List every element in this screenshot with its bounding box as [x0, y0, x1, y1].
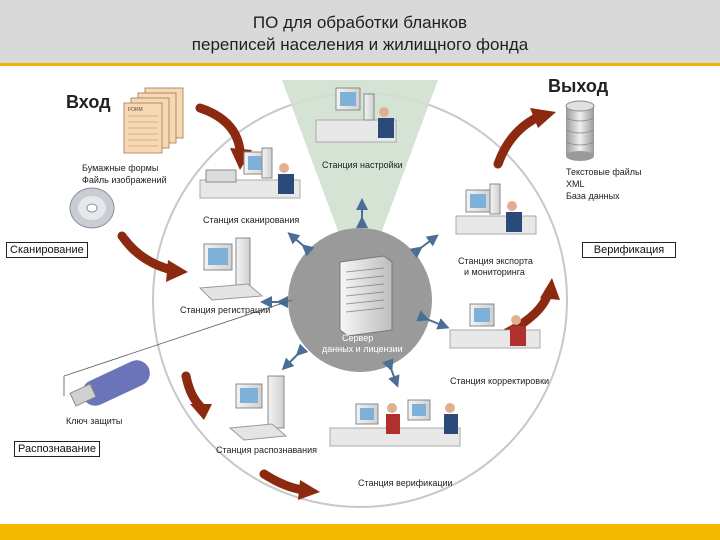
station-verification-label: Станция верификации: [358, 478, 453, 488]
registration-workstation-icon: [198, 237, 264, 301]
paper-forms-icon: [123, 87, 184, 154]
server-links: [260, 198, 450, 388]
input-source-images: Файль изображений: [82, 175, 167, 185]
database-icon: [565, 100, 595, 161]
station-registration-label: Станция регистрации: [180, 305, 271, 315]
title-line-2: переписей населения и жилищного фонда: [191, 35, 529, 54]
key-link-line: [63, 299, 293, 396]
input-source-paper: Бумажные формы: [82, 163, 159, 173]
footer-accent-bar: [0, 524, 720, 540]
key-label: Ключ защиты: [66, 416, 123, 426]
stage-scanning-box: Сканирование: [6, 242, 88, 258]
header-banner: [0, 0, 720, 66]
station-recognition-label: Станция распознавания: [216, 445, 317, 455]
output-format-text: Текстовые файлы: [566, 167, 642, 177]
output-format-db: База данных: [566, 191, 620, 201]
stage-recognition-box: Распознавание: [14, 441, 100, 457]
form-caption: FORM: [128, 107, 143, 113]
usb-key-icon: [69, 360, 150, 407]
server-label-2: данных и лицензии: [322, 344, 403, 354]
scanning-workstation-icon: [199, 147, 301, 199]
recognition-workstation-icon: [228, 375, 288, 441]
verification-workstation-icon: [329, 399, 461, 447]
export-workstation-icon: [455, 183, 537, 235]
station-export-label-2: и мониторинга: [464, 267, 525, 277]
setup-workstation-icon: [315, 87, 397, 143]
correction-workstation-icon: [449, 303, 541, 349]
output-format-xml: XML: [566, 179, 585, 189]
header-accent-rule: [0, 63, 720, 66]
server-tower-icon: [339, 255, 393, 337]
stage-verification-box: Верификация: [582, 242, 676, 258]
station-correction-label: Станция корректировки: [450, 376, 550, 386]
title-line-1: ПО для обработки бланков: [252, 13, 468, 32]
station-export-label-1: Станция экспорта: [458, 256, 533, 266]
station-scanning-label: Станция сканирования: [203, 215, 300, 225]
station-setup-label: Станция настройки: [322, 160, 403, 170]
output-heading: Выход: [548, 76, 609, 96]
server-label-1: Сервер: [342, 333, 374, 343]
cd-disc-icon: [69, 187, 115, 229]
input-heading: Вход: [66, 92, 111, 112]
page-title: ПО для обработки бланков переписей насел…: [60, 12, 660, 56]
